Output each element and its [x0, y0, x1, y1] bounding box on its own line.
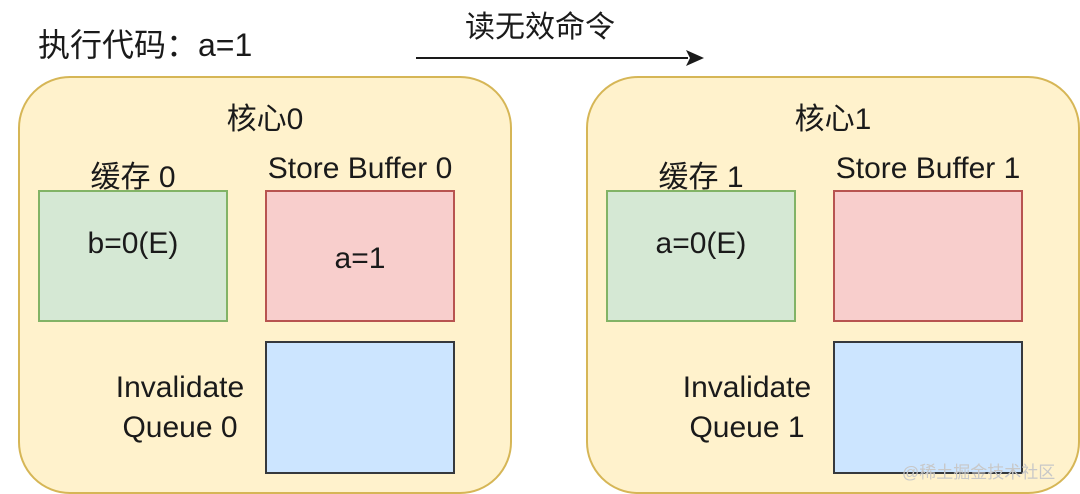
core-0-iq-line1: Invalidate	[115, 371, 245, 404]
core-1-cache-label: 缓存 1	[658, 161, 744, 194]
core-1-title: 核心1	[794, 103, 872, 136]
core-1-cache-value: a=0(E)	[655, 227, 747, 260]
core-1-store-buffer	[833, 190, 1023, 322]
core-0-title: 核心0	[226, 103, 304, 136]
core-0-invalidate-queue	[265, 341, 455, 474]
core-0-cache-label: 缓存 0	[90, 161, 176, 194]
core-1-store-buffer-label: Store Buffer 1	[835, 152, 1021, 185]
core-0-cache: b=0(E)	[38, 190, 228, 322]
core-1-iq-line2: Queue 1	[689, 411, 805, 444]
core-0-store-buffer-label: Store Buffer 0	[267, 152, 453, 185]
code-text: 执行代码：a=1	[38, 27, 253, 63]
core-0-store-buffer: a=1	[265, 190, 455, 322]
core-1-invalidate-queue-label: Invalidate Queue 1	[667, 368, 827, 448]
arrow-label: 读无效命令	[465, 11, 615, 44]
core-0-invalidate-queue-label: Invalidate Queue 0	[100, 368, 260, 448]
core-0-iq-line2: Queue 0	[122, 411, 238, 444]
watermark: @稀土掘金技术社区	[902, 463, 1056, 482]
core-1-invalidate-queue	[833, 341, 1023, 474]
core-1-cache: a=0(E)	[606, 190, 796, 322]
core-0-cache-value: b=0(E)	[87, 227, 179, 260]
core-1-iq-line1: Invalidate	[682, 371, 812, 404]
core-0-store-buffer-value: a=1	[334, 242, 386, 275]
arrow-right-icon	[416, 50, 704, 66]
